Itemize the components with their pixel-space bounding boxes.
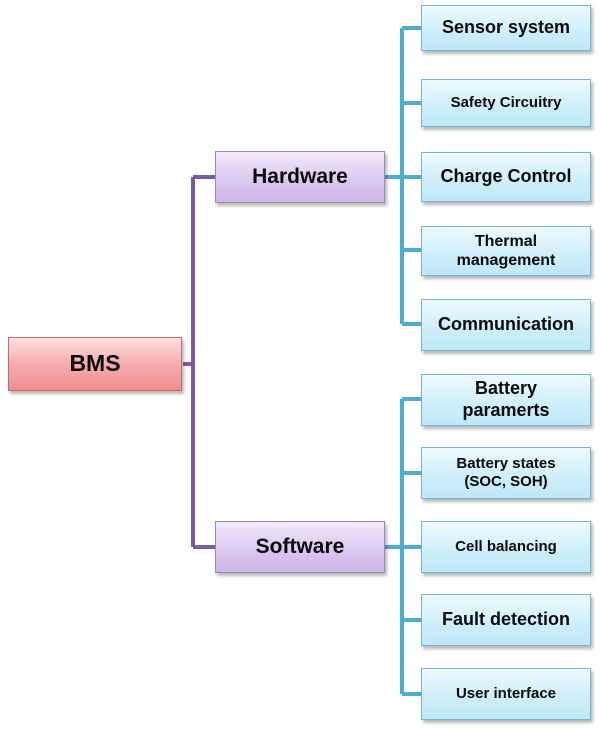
node-sensor-system: Sensor system — [421, 5, 591, 51]
node-communication: Communication — [421, 299, 591, 351]
node-bms: BMS — [8, 337, 182, 391]
node-hardware: Hardware — [215, 151, 385, 203]
node-software: Software — [215, 521, 385, 573]
node-user-interface: User interface — [421, 668, 591, 720]
node-thermal-management: Thermal management — [421, 226, 591, 276]
node-charge-control: Charge Control — [421, 152, 591, 202]
root-branch-connector — [183, 175, 215, 549]
node-battery-states: Battery states (SOC, SOH) — [421, 447, 591, 499]
node-cell-balancing: Cell balancing — [421, 521, 591, 573]
hardware-leaf-connector — [385, 26, 421, 326]
node-safety-circuitry: Safety Circuitry — [421, 79, 591, 127]
software-leaf-connector — [385, 397, 421, 696]
node-fault-detection: Fault detection — [421, 594, 591, 646]
node-battery-paramerts: Battery paramerts — [421, 374, 591, 426]
